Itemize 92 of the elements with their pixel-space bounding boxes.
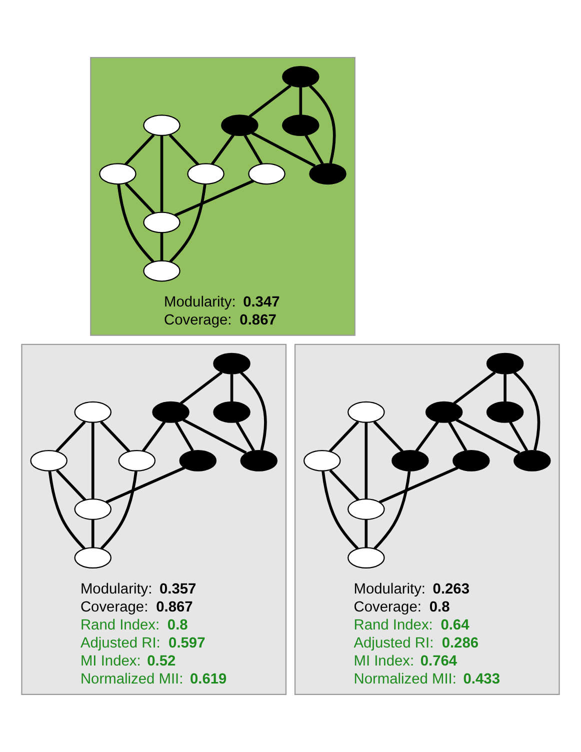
node-circle [486, 352, 524, 374]
node-circle [143, 114, 180, 136]
connector [448, 421, 468, 452]
node-circle [74, 547, 112, 569]
connector [56, 420, 86, 452]
node-circle [240, 450, 278, 472]
connector [308, 84, 336, 164]
connector [100, 471, 138, 550]
node-circle [74, 401, 112, 423]
connector [100, 420, 130, 452]
node-label: Coverage: 0.867 [164, 312, 276, 329]
node-label: Modularity: 0.357 [80, 581, 196, 598]
node-circle [452, 450, 490, 472]
cluster [21, 344, 287, 696]
node-circle [213, 352, 250, 374]
cluster [294, 344, 560, 696]
node-circle [348, 547, 385, 569]
connector [364, 520, 368, 548]
node-circle [30, 450, 68, 472]
node-circle [425, 401, 463, 423]
node-circle [348, 498, 385, 520]
connector [244, 134, 263, 165]
node-circle [303, 450, 341, 472]
node-circle [152, 401, 190, 423]
node-label: Adjusted RI: 0.597 [80, 635, 206, 652]
node-circle [392, 450, 429, 472]
connector [91, 422, 94, 499]
node-label: Rand Index: 0.64 [354, 617, 470, 634]
connector [373, 420, 404, 452]
node-circle [187, 163, 224, 185]
connector [56, 469, 86, 501]
connector [210, 134, 235, 166]
connector [48, 471, 86, 550]
connector [328, 420, 360, 452]
connector [378, 466, 458, 504]
connector [124, 182, 156, 214]
connector [304, 134, 324, 165]
connector [160, 232, 164, 261]
cluster [90, 56, 356, 336]
node-circle [221, 114, 258, 136]
connector [374, 471, 411, 550]
connector [248, 84, 292, 118]
connector [240, 371, 267, 451]
connector [230, 374, 234, 402]
connector [168, 134, 200, 166]
connector [169, 184, 206, 263]
connector [329, 469, 360, 501]
connector [299, 87, 302, 116]
node-circle [309, 163, 346, 185]
connector [182, 418, 247, 454]
node-circle [74, 498, 112, 520]
node-circle [486, 401, 524, 423]
node-circle [248, 163, 286, 185]
connector [509, 421, 528, 452]
connector [106, 466, 186, 504]
node-circle [348, 401, 385, 423]
connector [160, 136, 164, 212]
connector [453, 371, 496, 405]
node-circle [143, 260, 180, 282]
node-circle [282, 66, 320, 88]
connector [142, 420, 166, 452]
node-circle [282, 114, 320, 136]
connector [415, 420, 439, 452]
node-circle [213, 401, 250, 423]
node-circle [99, 163, 136, 185]
node-label: Rand Index: 0.8 [80, 617, 188, 634]
connector [180, 371, 223, 405]
node-label: Coverage: 0.8 [354, 599, 450, 616]
connector [174, 180, 254, 217]
node-label: Modularity: 0.347 [164, 294, 280, 310]
node-label: MI Index: 0.52 [80, 654, 176, 670]
node-circle [514, 450, 551, 472]
node-label: MI Index: 0.764 [354, 654, 458, 670]
connector [513, 371, 540, 451]
node-circle [118, 450, 156, 472]
connector [364, 422, 368, 499]
connector [251, 132, 316, 168]
node-label: Adjusted RI: 0.286 [354, 635, 479, 652]
connector [322, 471, 359, 550]
node-label: Normalized MII: 0.433 [354, 672, 500, 688]
connector [174, 421, 194, 452]
connector [117, 184, 154, 263]
node-circle [179, 450, 217, 472]
node-label: Coverage: 0.867 [80, 599, 193, 616]
node-circle [143, 212, 180, 234]
connector [91, 520, 94, 548]
node-label: Normalized MII: 0.619 [80, 672, 227, 688]
connector [504, 374, 506, 402]
connector [236, 421, 255, 452]
connector [456, 418, 520, 454]
connector [124, 134, 155, 166]
node-label: Modularity: 0.263 [354, 581, 470, 598]
